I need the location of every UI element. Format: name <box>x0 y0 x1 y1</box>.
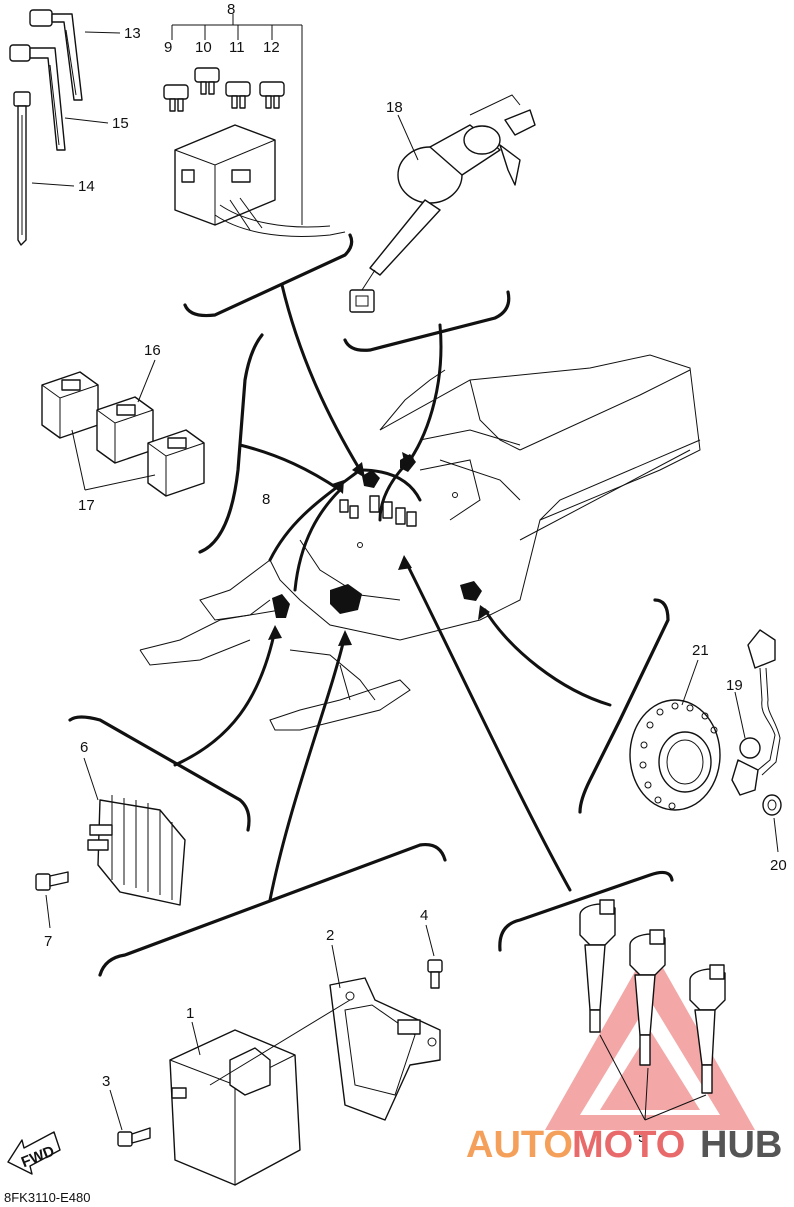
callout-20: 20 <box>770 857 787 874</box>
callout-9: 9 <box>164 39 172 56</box>
cable-tie-15 <box>9 44 66 151</box>
bracket-2 <box>329 977 441 1121</box>
rectifier-mounted <box>272 594 290 618</box>
wire-harness <box>173 283 612 902</box>
pickup-coil-19 <box>731 629 781 796</box>
bolt-7 <box>35 871 69 891</box>
rectifier-regulator-6 <box>87 795 186 906</box>
fuse-box-assembly <box>163 14 346 237</box>
callout-18: 18 <box>386 99 403 116</box>
callout-4: 4 <box>420 907 428 924</box>
harness-connector-black <box>362 470 380 488</box>
callout-8-top: 8 <box>227 1 235 18</box>
watermark-text: AUTO MOTO HUB <box>466 1124 782 1166</box>
cable-tie-13 <box>29 9 83 101</box>
pickup-coil-mounted <box>460 581 482 601</box>
callout-8-mid: 8 <box>262 491 270 508</box>
callout-11: 11 <box>229 39 245 56</box>
ignition-coil-right <box>689 964 726 1094</box>
callout-5: 5 <box>638 1129 646 1146</box>
callout-14: 14 <box>78 178 95 195</box>
callout-12: 12 <box>263 39 280 56</box>
watermark-part3: HUB <box>700 1124 782 1166</box>
relay-16 <box>96 396 154 464</box>
rotor-21 <box>629 699 721 811</box>
watermark-part1: AUTO <box>466 1124 573 1166</box>
callout-13: 13 <box>124 25 141 42</box>
callout-16: 16 <box>144 342 161 359</box>
fuse-11 <box>225 81 251 109</box>
fuse-cluster-on-vehicle <box>339 495 417 527</box>
vehicle-outline <box>139 354 701 731</box>
bolt-4 <box>427 959 443 989</box>
fuse-box-8 <box>174 124 346 237</box>
ignition-coil-left <box>579 899 616 1033</box>
callout-7: 7 <box>44 933 52 950</box>
callout-2: 2 <box>326 927 334 944</box>
callout-19: 19 <box>726 677 743 694</box>
callout-6: 6 <box>80 739 88 756</box>
fuse-10 <box>194 67 220 95</box>
cdi-unit-mounted <box>330 584 362 614</box>
fuse-9 <box>163 84 189 112</box>
cable-tie-14 <box>13 91 31 246</box>
nut-20 <box>762 794 782 816</box>
cdi-unit-1 <box>169 1029 301 1186</box>
callout-3: 3 <box>102 1073 110 1090</box>
callout-labels: 8 9 10 11 12 13 15 14 18 16 17 8 21 19 6… <box>44 1 787 1146</box>
callout-17: 17 <box>78 497 95 514</box>
main-switch-18 <box>349 94 536 313</box>
relay-17a <box>41 371 99 439</box>
watermark-part2: MOTO <box>572 1124 685 1166</box>
relay-17b <box>147 429 205 497</box>
callout-10: 10 <box>195 39 212 56</box>
fwd-arrow-icon: FWD <box>7 1131 61 1175</box>
fuse-12 <box>259 81 285 109</box>
group-brackets <box>68 233 674 977</box>
callout-1: 1 <box>186 1005 194 1022</box>
ignition-coil-center <box>629 929 666 1066</box>
callout-15: 15 <box>112 115 129 132</box>
bolt-3 <box>117 1127 151 1147</box>
diagram-code: 8FK3110-E480 <box>4 1190 91 1205</box>
callout-21: 21 <box>692 642 709 659</box>
